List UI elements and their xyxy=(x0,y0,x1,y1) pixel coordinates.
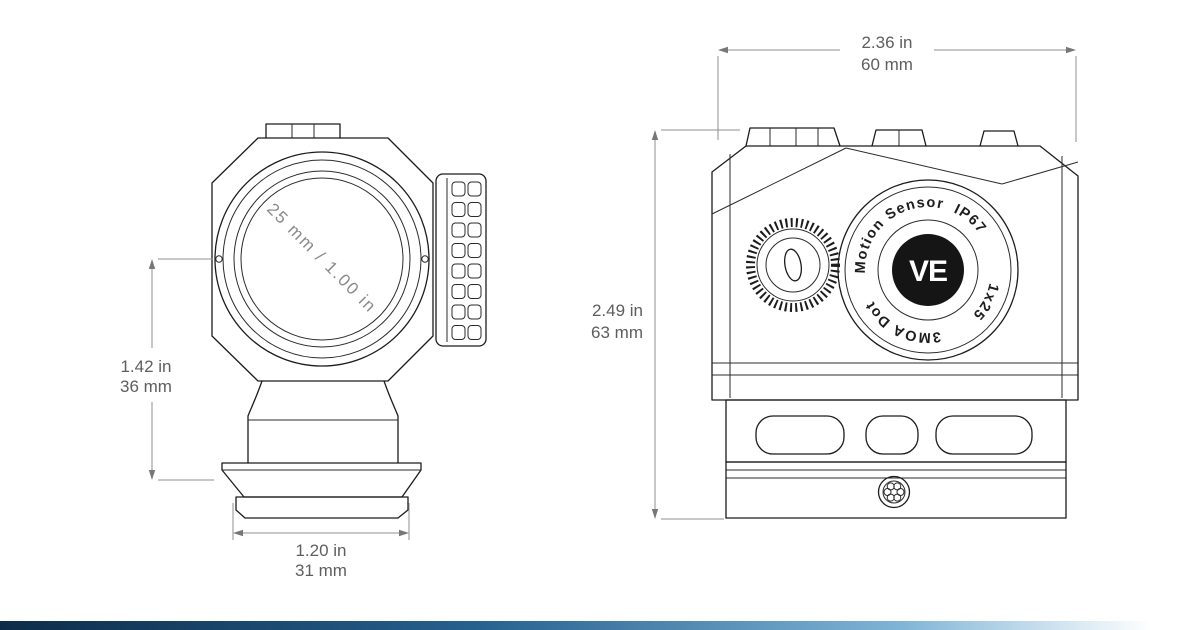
side-rail-base xyxy=(725,461,1067,519)
side-height-inches: 2.49 in xyxy=(592,301,643,320)
side-length-metric: 60 mm xyxy=(861,55,913,74)
side-height-dimension: 2.49 in 63 mm xyxy=(591,129,740,520)
lens-bezel-outer xyxy=(214,151,430,367)
lens-diameter-label: 25 mm / 1.00 in xyxy=(263,199,381,317)
side-length-inches: 2.36 in xyxy=(861,33,912,52)
brightness-dial xyxy=(746,218,840,312)
side-length-dimension: 2.36 in 60 mm xyxy=(717,33,1077,142)
front-width-metric: 31 mm xyxy=(295,561,347,580)
brand-logo: VE xyxy=(909,255,947,288)
mount-slot xyxy=(865,415,919,455)
front-height-inches: 1.42 in xyxy=(120,357,171,376)
lens-glass xyxy=(240,177,404,341)
accent-gradient-bar xyxy=(0,621,1200,630)
front-mount xyxy=(221,380,422,519)
front-view: 25 mm / 1.00 in 1.42 in 36 mm 1.20 in 31… xyxy=(120,123,487,580)
logo-disc xyxy=(892,234,964,306)
front-width-dimension: 1.20 in 31 mm xyxy=(232,503,410,580)
battery-cap: VE Motion Sensor IP67 1x25 3MOA Dot xyxy=(837,179,1019,361)
front-view-body xyxy=(211,123,487,519)
side-mount xyxy=(725,399,1067,463)
rail-screw xyxy=(877,475,911,509)
side-body-outline xyxy=(711,145,1079,401)
side-view-body xyxy=(711,127,1079,519)
side-view: VE Motion Sensor IP67 1x25 3MOA Dot 2.36… xyxy=(591,33,1079,520)
front-width-inches: 1.20 in xyxy=(295,541,346,560)
mount-slot xyxy=(935,415,1033,455)
side-height-metric: 63 mm xyxy=(591,323,643,342)
cap-label-ip67: IP67 xyxy=(951,201,989,236)
front-housing-outline xyxy=(211,137,434,382)
front-height-metric: 36 mm xyxy=(120,377,172,396)
front-knob xyxy=(435,173,487,347)
dial-coin-slot xyxy=(783,248,803,282)
dial-knurling xyxy=(746,218,840,312)
bezel-screw-left xyxy=(215,255,223,263)
cap-outer-ring xyxy=(837,179,1019,361)
front-height-dimension: 1.42 in 36 mm xyxy=(120,258,214,481)
bezel-screw-right xyxy=(421,255,429,263)
mount-slot xyxy=(755,415,845,455)
